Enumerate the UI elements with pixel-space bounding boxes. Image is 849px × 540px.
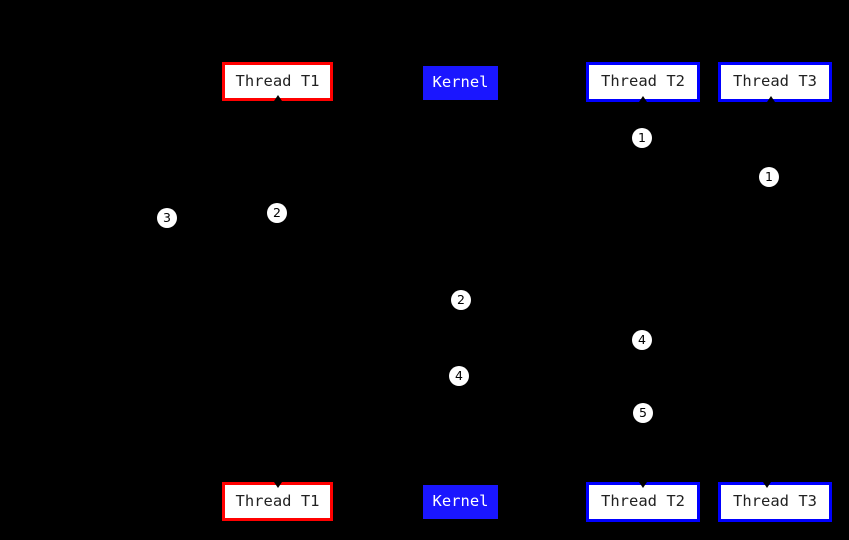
step-badge-4a: 4 xyxy=(632,330,652,350)
step-badge-2b: 2 xyxy=(451,290,471,310)
step-badge-3: 3 xyxy=(157,208,177,228)
node-label: Thread T2 xyxy=(601,72,685,91)
node-thread-t1-top: Thread T1 xyxy=(222,62,333,101)
node-thread-t3-top: Thread T3 xyxy=(718,62,832,102)
node-label: Kernel xyxy=(432,492,489,511)
node-label: Kernel xyxy=(432,73,489,92)
node-thread-t3-bottom: Thread T3 xyxy=(718,482,832,522)
node-label: Thread T2 xyxy=(601,492,685,511)
arrowhead-notch xyxy=(639,482,647,488)
node-thread-t2-bottom: Thread T2 xyxy=(586,482,700,522)
node-thread-t1-bottom: Thread T1 xyxy=(222,482,333,521)
step-badge-2a: 2 xyxy=(267,203,287,223)
step-badge-1a: 1 xyxy=(632,128,652,148)
node-kernel-top: Kernel xyxy=(423,66,498,100)
node-thread-t2-top: Thread T2 xyxy=(586,62,700,102)
arrowhead-notch xyxy=(639,96,647,102)
node-label: Thread T1 xyxy=(235,71,320,90)
arrowhead-notch xyxy=(273,95,282,101)
arrowhead-notch xyxy=(763,482,771,488)
arrowhead-notch xyxy=(273,482,282,488)
node-label: Thread T3 xyxy=(733,72,817,91)
step-badge-1b: 1 xyxy=(759,167,779,187)
node-label: Thread T1 xyxy=(235,491,320,510)
step-badge-5: 5 xyxy=(633,403,653,423)
arrowhead-notch xyxy=(767,96,775,102)
step-badge-4b: 4 xyxy=(449,366,469,386)
node-kernel-bottom: Kernel xyxy=(423,485,498,519)
node-label: Thread T3 xyxy=(733,492,817,511)
